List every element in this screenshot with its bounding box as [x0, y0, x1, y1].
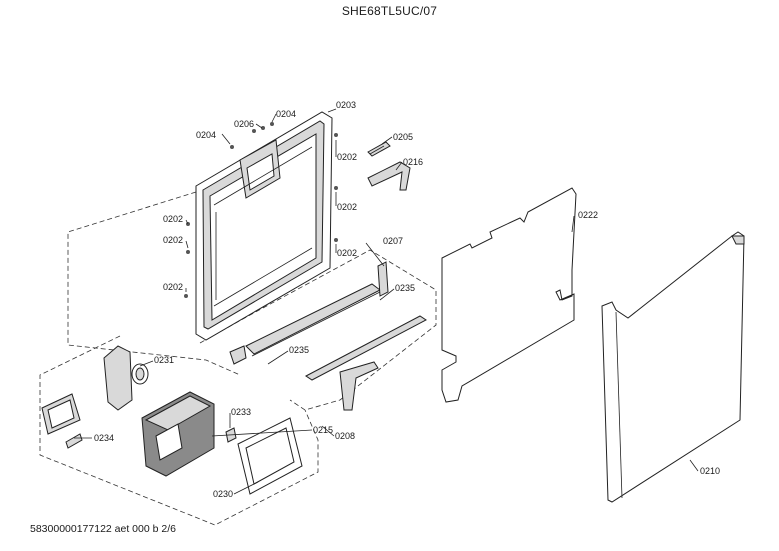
diagram-title: SHE68TL5UC/07 — [341, 4, 438, 18]
latch-clip — [229, 345, 247, 365]
label-0222: 0222 — [578, 210, 598, 220]
group-outline-lower-components — [39, 335, 319, 526]
label-0235-upper: 0235 — [395, 283, 415, 293]
lock-housing-0231 — [103, 345, 149, 411]
inner-door-panel — [195, 111, 333, 341]
group-outline-rails — [199, 249, 437, 411]
label-0233: 0233 — [231, 407, 251, 417]
screws — [184, 122, 338, 298]
label-0207: 0207 — [383, 236, 403, 246]
label-0205: 0205 — [393, 132, 413, 142]
label-0202-1: 0202 — [337, 152, 357, 162]
label-0208: 0208 — [335, 431, 355, 441]
part-0234 — [41, 393, 83, 449]
label-0216: 0216 — [403, 157, 423, 167]
leader-lines — [74, 108, 699, 495]
label-0202-2: 0202 — [337, 202, 357, 212]
label-0231: 0231 — [154, 355, 174, 365]
rail-0207-upper — [377, 261, 389, 297]
label-0204-top: 0204 — [276, 109, 296, 119]
dispenser-0215 — [141, 391, 215, 477]
bracket-0205 — [367, 141, 391, 157]
label-0234: 0234 — [94, 433, 114, 443]
document-footer: 58300000177122 aet 000 b 2/6 — [30, 523, 176, 535]
label-0215: 0215 — [313, 425, 333, 435]
rail-0208 — [305, 315, 427, 411]
label-0202-4: 0202 — [163, 214, 183, 224]
label-0230: 0230 — [213, 489, 233, 499]
label-0204-left: 0204 — [196, 130, 216, 140]
label-0202-3: 0202 — [337, 248, 357, 258]
label-0210: 0210 — [700, 466, 720, 476]
outer-panel-0222 — [441, 187, 577, 403]
label-0203: 0203 — [336, 100, 356, 110]
gasket-0230 — [237, 417, 303, 495]
label-0235-lower: 0235 — [289, 345, 309, 355]
group-outline-inner-door — [67, 191, 241, 376]
front-panel-0210 — [601, 231, 745, 503]
label-0202-6: 0202 — [163, 282, 183, 292]
label-0206: 0206 — [234, 119, 254, 129]
label-0202-5: 0202 — [163, 235, 183, 245]
